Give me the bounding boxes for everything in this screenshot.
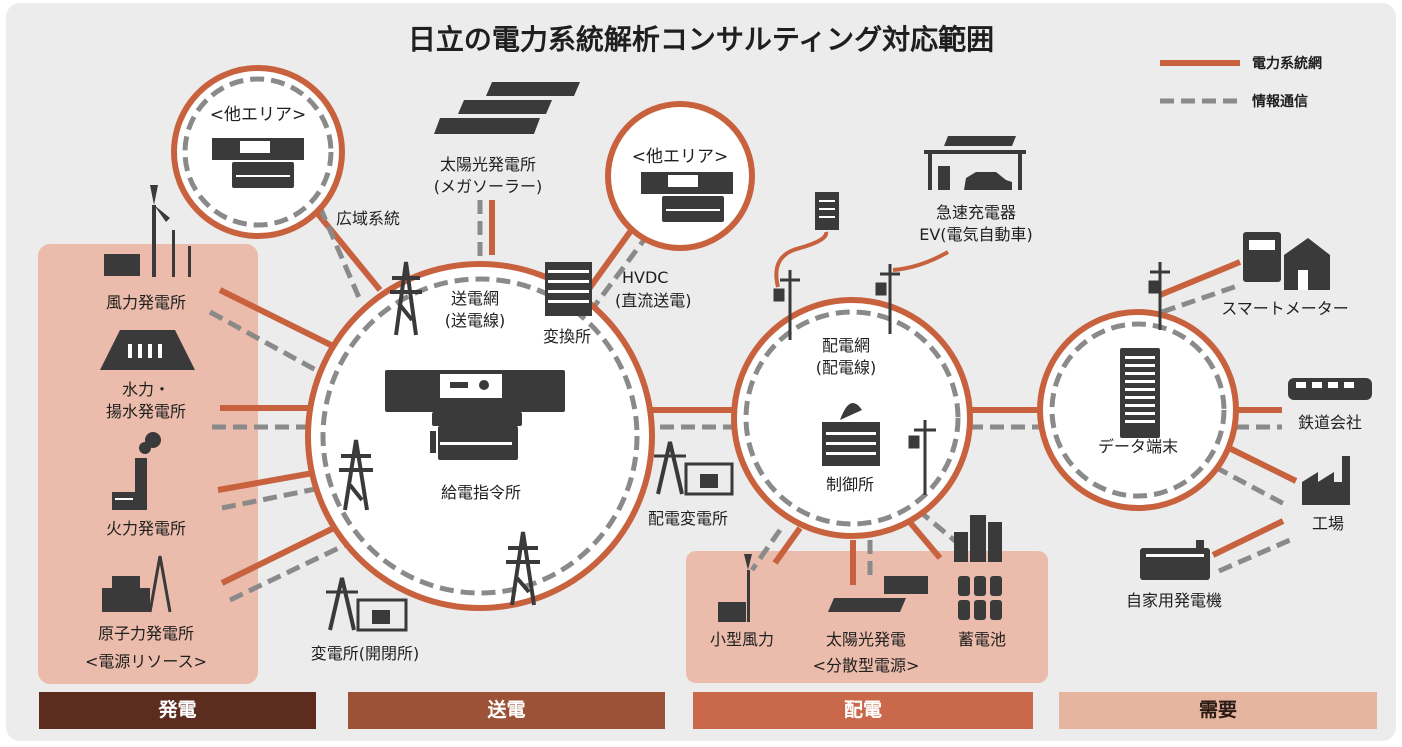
data-terminal-label: データ端末 — [1097, 437, 1179, 456]
hydro-plant-label: 水力・ — [121, 380, 171, 399]
smart-meter-icon — [1243, 232, 1330, 290]
ev-cable — [892, 250, 949, 272]
ev-charger-label: 急速充電器 — [935, 203, 1017, 222]
other-area-label-2: <他エリア> — [631, 147, 729, 167]
band-demand: 需要 — [1059, 692, 1377, 729]
utility-pole-icon-4 — [1148, 262, 1170, 330]
control-building-icon — [822, 402, 880, 466]
hydro-plant-sublabel: 揚水発電所 — [105, 402, 187, 421]
other-area-label-1: <他エリア> — [209, 105, 307, 125]
distributed-zone — [686, 551, 1048, 683]
solar-mega-label: 太陽光発電所 — [439, 155, 537, 174]
thermal-plant-icon — [112, 432, 161, 510]
control-office-label: 制御所 — [825, 475, 875, 494]
meter-box-icon — [815, 192, 839, 230]
wide-area-label: 広域系統 — [336, 209, 401, 228]
battery-icon — [954, 515, 1002, 620]
meter-cable — [774, 231, 829, 288]
dist-substation-label: 配電変電所 — [647, 509, 729, 528]
pylon-icon-1 — [390, 261, 422, 336]
wind-farm-icon — [104, 185, 191, 277]
utility-pole-icon-1 — [773, 270, 800, 340]
substation-icon — [326, 577, 408, 632]
battery-label: 蓄電池 — [957, 630, 1007, 649]
distribution-grid-sublabel: (配電線) — [815, 358, 877, 377]
nuclear-plant-icon — [102, 555, 172, 613]
dist-substation-icon — [654, 441, 734, 496]
band-distribution: 配電 — [693, 692, 1033, 729]
converter-label: 変換所 — [542, 327, 592, 346]
small-wind-label: 小型風力 — [709, 630, 775, 649]
substation-label: 変電所(開閉所) — [310, 644, 420, 663]
ev-charger-icon — [924, 136, 1026, 190]
factory-icon — [1302, 456, 1350, 505]
band-transmission: 送電 — [348, 692, 665, 729]
legend-power-grid: 電力系統網 — [1252, 56, 1322, 72]
diagram-title: 日立の電力系統解析コンサルティング対応範囲 — [407, 23, 995, 56]
generation-zone — [38, 244, 258, 684]
power-source-group-label: <電源リソース> — [84, 652, 208, 671]
train-icon — [1288, 378, 1372, 400]
factory-label: 工場 — [1311, 514, 1345, 533]
wind-plant-label: 風力発電所 — [105, 293, 187, 312]
dispatch-label: 給電指令所 — [440, 483, 522, 502]
private-generator-label: 自家用発電機 — [1125, 591, 1223, 610]
utility-pole-icon-2 — [875, 264, 900, 334]
distribution-grid-label: 配電網 — [821, 336, 871, 355]
mini-control-room-icon-1 — [212, 138, 304, 188]
transmission-grid-label: 送電網 — [450, 289, 500, 308]
pylon-icon-3 — [506, 531, 540, 606]
server-icon — [1120, 348, 1160, 438]
hvdc-sublabel: (直流送電) — [615, 291, 692, 310]
dam-icon — [100, 330, 195, 370]
small-wind-icon — [718, 554, 752, 622]
mini-control-room-icon-2 — [641, 172, 733, 222]
distributed-solar-label: 太陽光発電 — [825, 630, 907, 649]
solar-farm-icon — [434, 82, 580, 134]
transmission-grid-sublabel: (送電線) — [444, 311, 506, 330]
control-room-icon — [385, 370, 565, 460]
nuclear-plant-label: 原子力発電所 — [97, 624, 195, 643]
solar-mega-sublabel: (メガソーラー) — [433, 177, 543, 196]
thermal-plant-label: 火力発電所 — [105, 519, 187, 538]
smart-meter-label: スマートメーター — [1221, 299, 1349, 318]
ev-charger-sublabel: EV(電気自動車) — [919, 225, 1033, 244]
band-generation: 発電 — [39, 692, 316, 729]
distributed-solar-icon — [828, 576, 928, 612]
utility-pole-icon-3 — [908, 420, 936, 495]
converter-icon — [545, 262, 592, 316]
hvdc-label: HVDC — [622, 268, 669, 287]
legend-info-comm: 情報通信 — [1252, 94, 1308, 110]
pylon-icon-2 — [339, 439, 373, 511]
distribution-circle — [731, 297, 973, 539]
distributed-source-label: <分散型電源> — [812, 656, 920, 675]
railway-label: 鉄道会社 — [1297, 413, 1363, 432]
generator-icon — [1140, 540, 1210, 580]
